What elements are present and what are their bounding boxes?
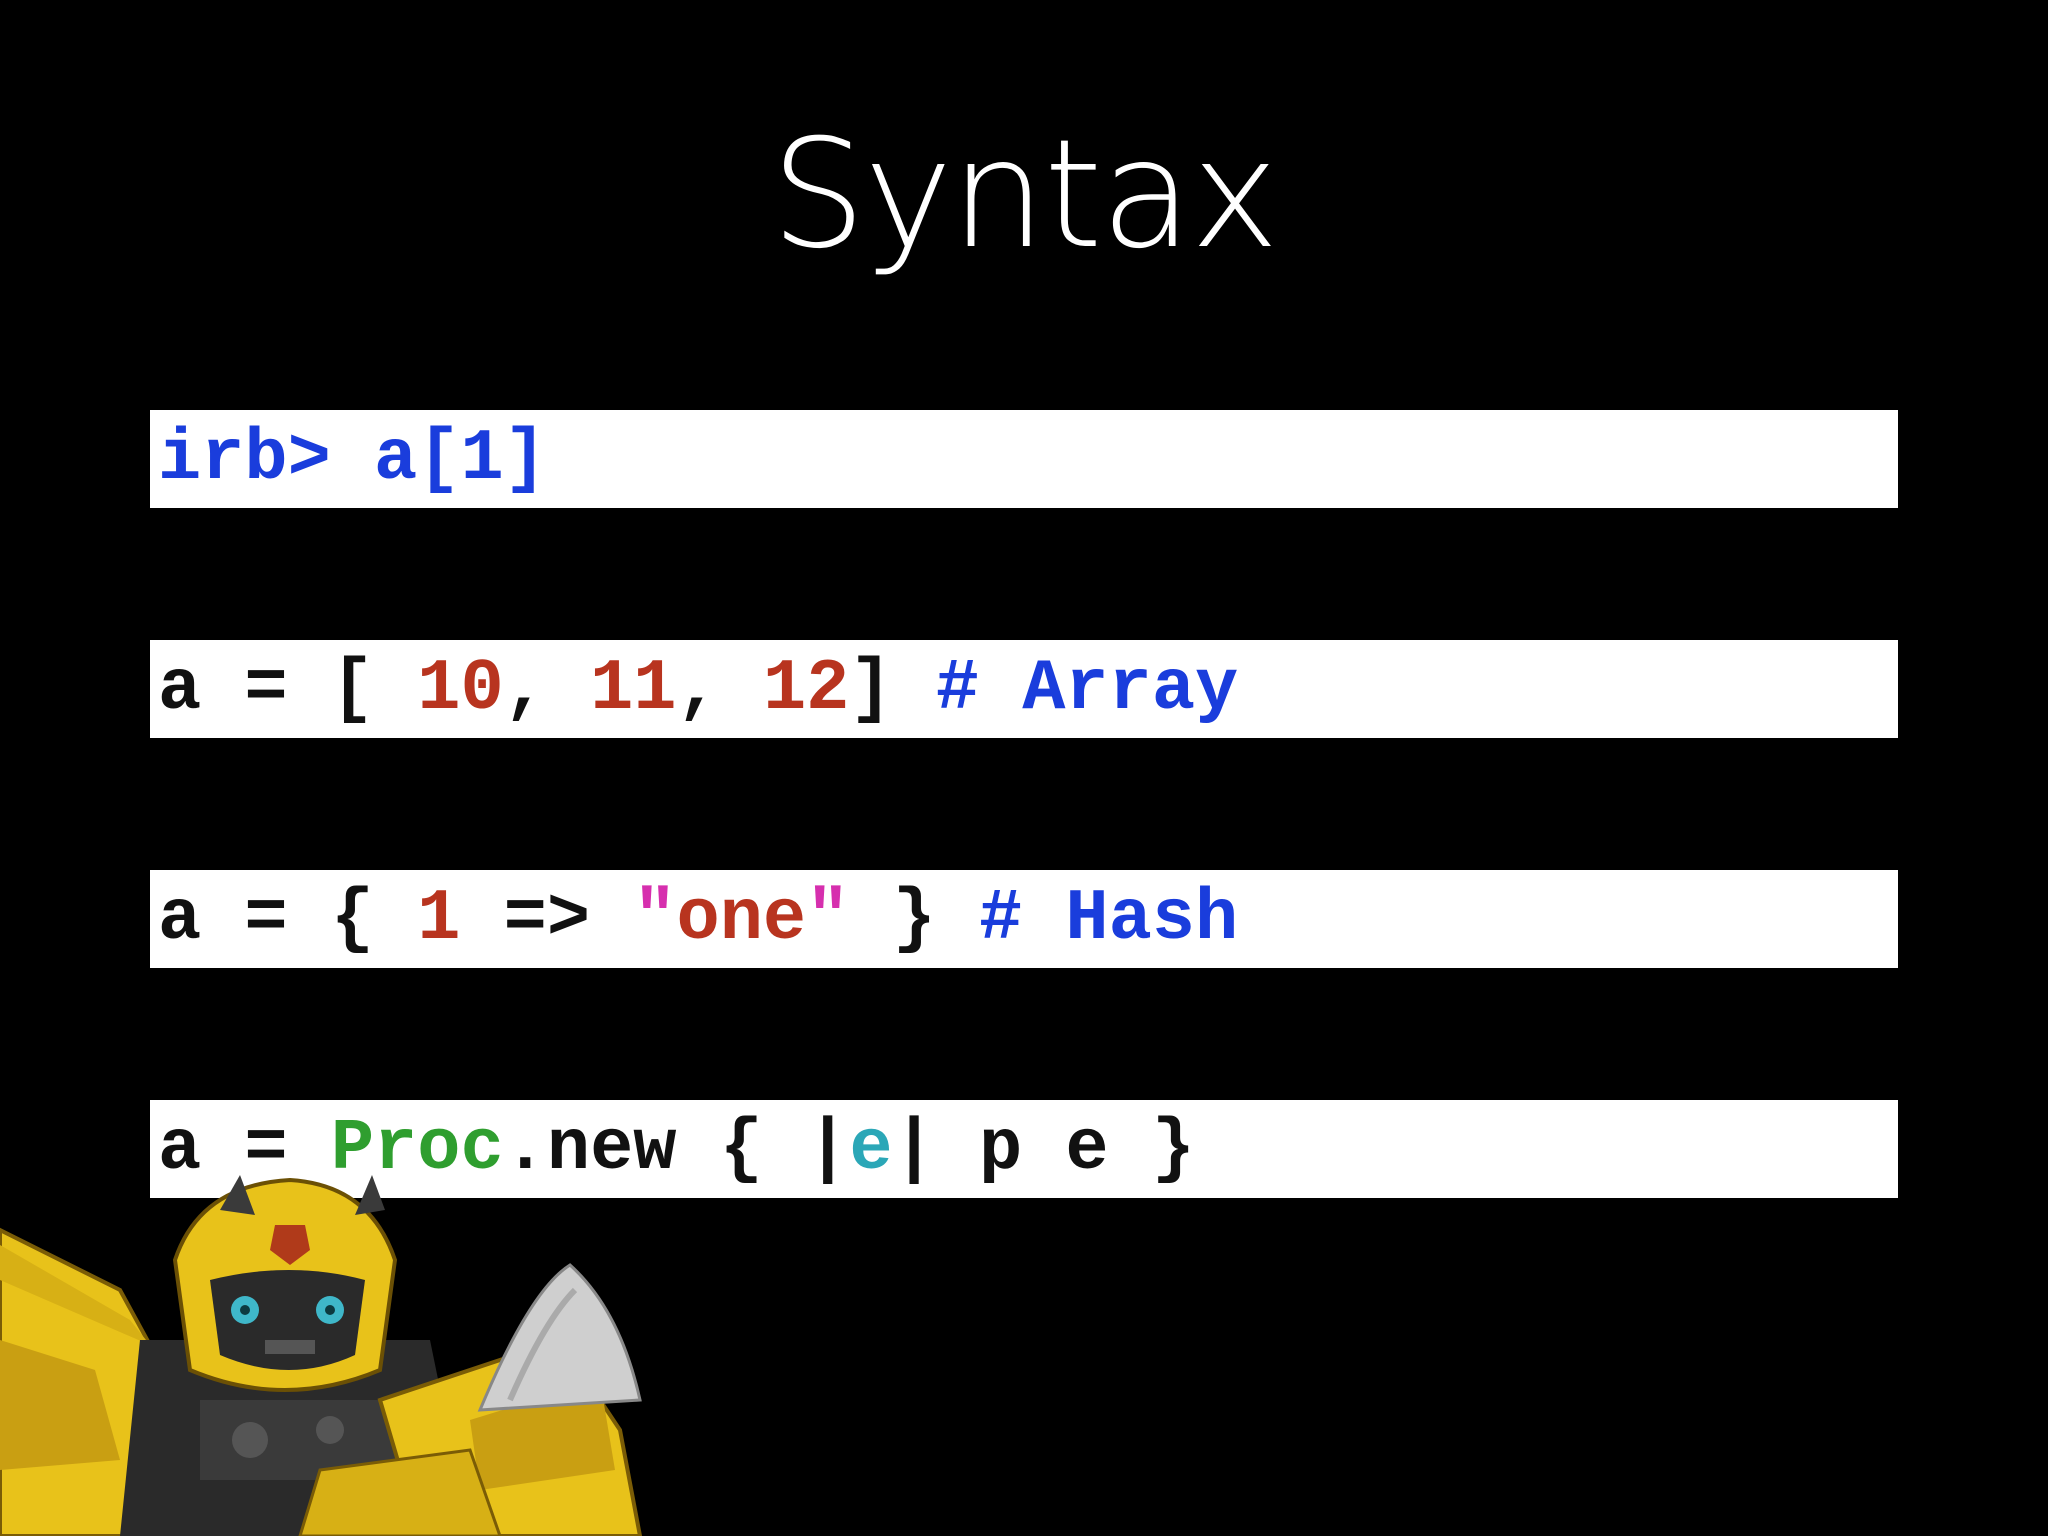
code-token-plain: }: [849, 878, 979, 960]
code-token-constant: Proc: [330, 1108, 504, 1190]
code-token-variable: e: [849, 1108, 893, 1190]
code-token-number: 11: [590, 648, 677, 730]
code-token-number: 12: [762, 648, 850, 730]
code-token-plain: a =: [158, 1108, 331, 1190]
code-token-number: 10: [417, 648, 504, 730]
code-token-plain: a = [: [158, 648, 418, 730]
code-token-comment: # Array: [935, 648, 1239, 730]
yellow-robot-icon: [0, 1175, 643, 1536]
code-token-plain: ]: [849, 648, 936, 730]
code-line-proc: a = Proc.new { |e| p e }: [150, 1100, 1898, 1198]
slide-title: Syntax: [770, 108, 1280, 282]
code-token-comment: # Hash: [978, 878, 1239, 960]
code-token-plain: a = {: [158, 878, 418, 960]
code-token-quote: ": [633, 878, 677, 960]
code-token-plain: =>: [460, 878, 634, 960]
code-token-plain: ,: [676, 648, 763, 730]
code-token-quote: ": [806, 878, 850, 960]
code-line-irb-prompt: irb> a[1]: [150, 410, 1898, 508]
code-token-plain: ,: [503, 648, 591, 730]
code-line-hash: a = { 1 => "one" } # Hash: [150, 870, 1898, 968]
code-line-array: a = [ 10, 11, 12] # Array: [150, 640, 1898, 738]
code-token-plain: .new { |: [503, 1108, 850, 1190]
code-token-number: 1: [417, 878, 461, 960]
code-token-prompt: irb> a[1]: [158, 418, 547, 500]
code-token-plain: | p e }: [892, 1108, 1195, 1190]
code-token-string: one: [676, 878, 807, 960]
